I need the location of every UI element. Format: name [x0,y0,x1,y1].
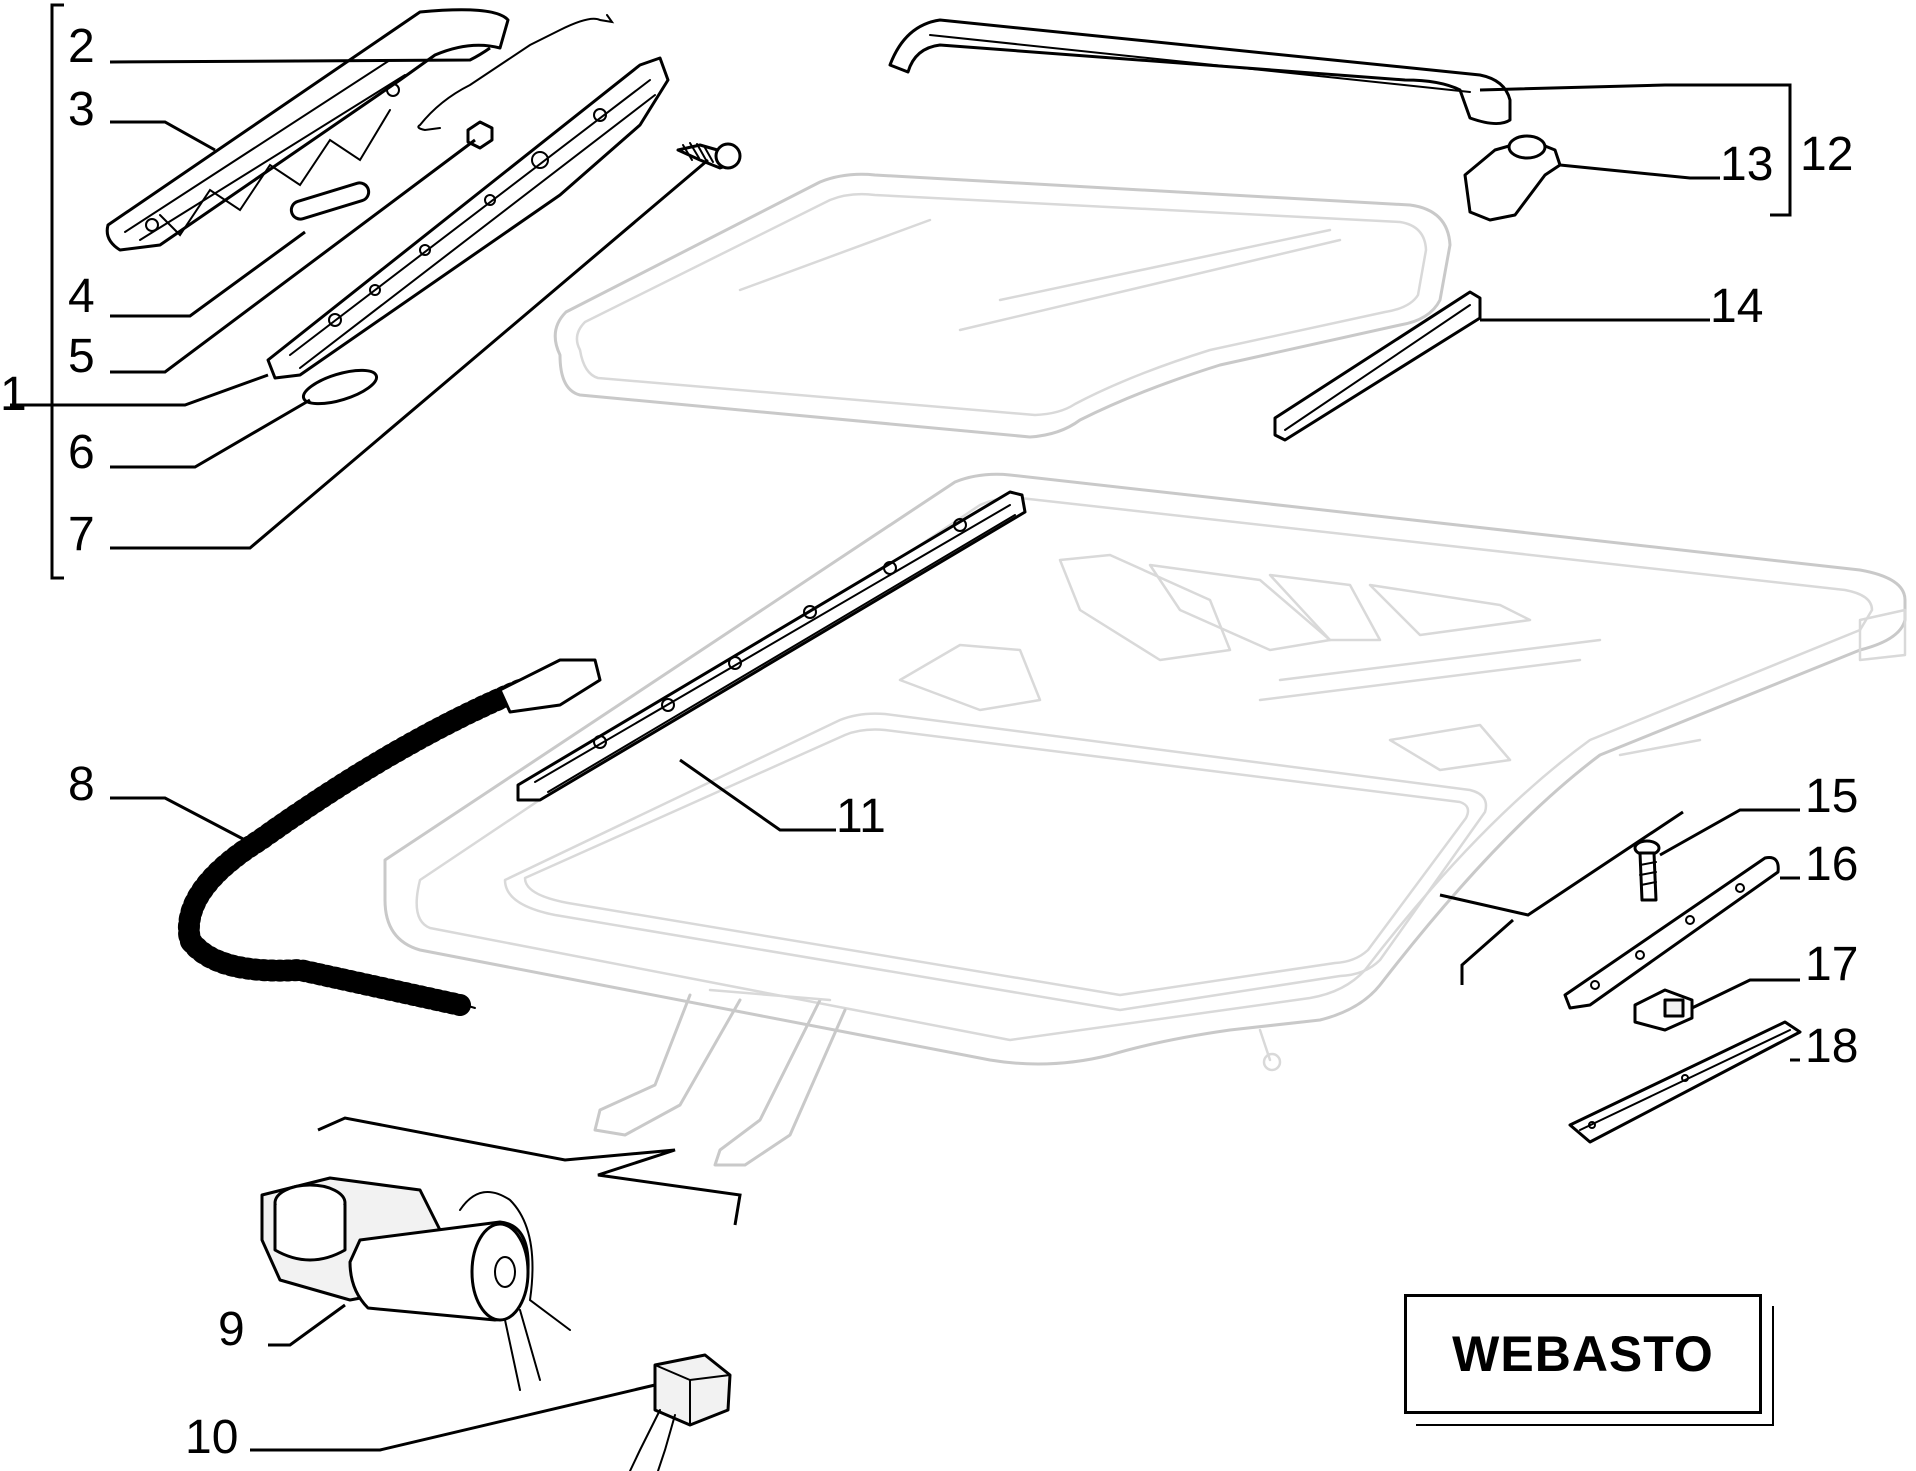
callout-6: 6 [68,426,95,479]
bolt-part-15 [1633,839,1661,902]
arm-part-3 [105,8,510,252]
callout-18: 18 [1805,1020,1858,1073]
callout-12: 12 [1800,128,1853,181]
callout-11: 11 [836,790,886,843]
callout-10: 10 [185,1411,238,1464]
break-lines [317,810,1684,1226]
callout-9: 9 [218,1303,245,1356]
group-bracket-12 [1770,83,1792,217]
clip-part-17 [1633,988,1694,1032]
pad-part-6 [301,368,379,406]
callout-4: 4 [68,270,95,323]
callout-13: 13 [1720,138,1773,191]
brand-label-box: WEBASTO [1404,1294,1762,1414]
leader-lines [10,46,1800,1452]
relay-part-10 [629,1353,732,1471]
seal-strip-part-14 [1273,290,1482,442]
callout-14: 14 [1710,280,1763,333]
glass-panel-outline [553,172,1452,439]
callout-7: 7 [68,508,95,561]
deflector-bracket-part-13 [1463,134,1562,222]
wind-deflector-part-12 [888,18,1512,125]
callout-1: 1 [0,368,27,421]
callout-2: 2 [68,20,95,73]
callout-3: 3 [68,83,95,136]
brand-label: WEBASTO [1452,1326,1714,1382]
drive-cable-part-8 [177,658,602,1016]
group-bracket-1 [50,3,64,580]
callout-15: 15 [1805,770,1858,823]
rail-part-11 [516,490,1027,802]
pad-part-4 [289,181,371,221]
callout-5: 5 [68,330,95,383]
roof-frame-outline [383,472,1907,1167]
guide-plate-part-18 [1568,1020,1802,1144]
callout-16: 16 [1805,838,1858,891]
callout-8: 8 [68,758,95,811]
slide-bar-part-16 [1563,856,1780,1010]
callout-17: 17 [1805,938,1858,991]
wire-spring-part-2 [417,14,615,132]
screw-part-7 [676,142,742,170]
guide-rail-assembly [105,8,742,406]
motor-part-9 [260,1176,571,1391]
